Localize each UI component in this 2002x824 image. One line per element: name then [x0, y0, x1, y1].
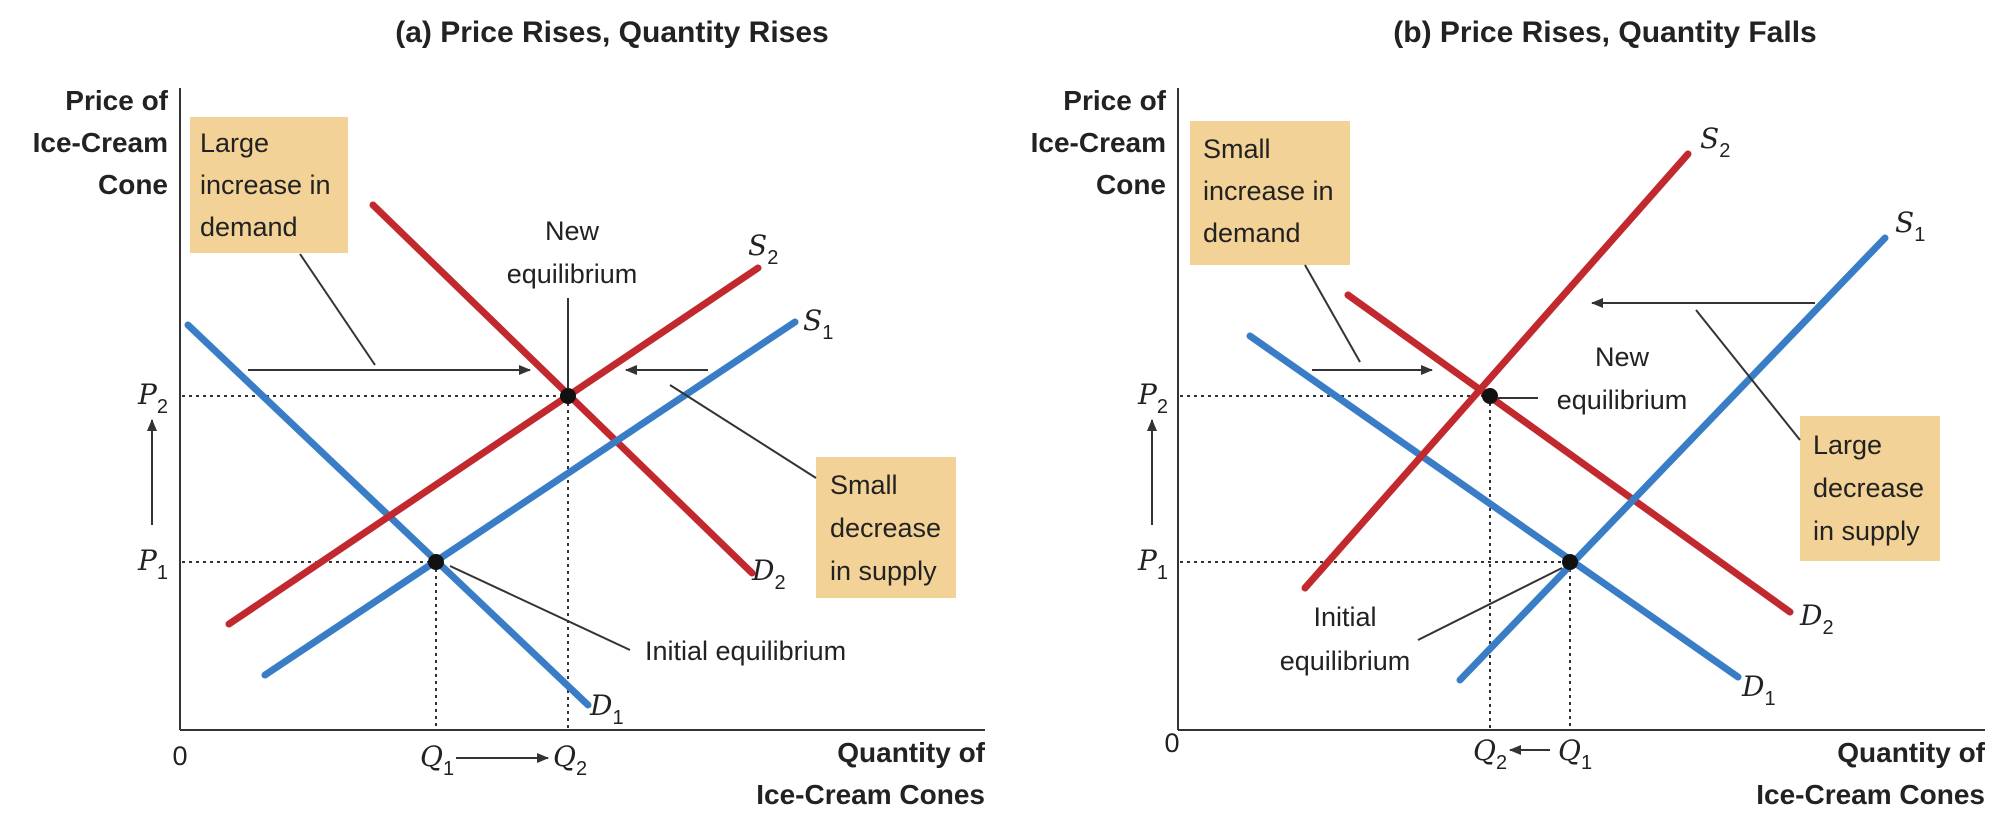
panel-b-supply-callout: Large decrease in supply — [1800, 416, 1940, 561]
panel-b-supply-callout-line2: decrease — [1813, 473, 1924, 503]
panel-b-q2-label: Q2 — [1473, 734, 1507, 774]
panel-b-demand-callout-leader — [1304, 264, 1361, 363]
panel-b-new-equilibrium-line1: New — [1595, 342, 1650, 372]
panel-b-supply-callout-line3: in supply — [1813, 516, 1920, 546]
panel-a-q1-label: Q1 — [420, 740, 454, 780]
panel-a-d2-label: D2 — [751, 554, 786, 594]
panel-b-initial-equilibrium-line2: equilibrium — [1280, 646, 1411, 676]
panel-b-y-axis-title-line1: Price of — [1063, 85, 1166, 116]
panel-b-p2-label: P2 — [1137, 378, 1168, 418]
panel-a-initial-equilibrium-label: Initial equilibrium — [645, 636, 846, 666]
panel-a-initial-equilibrium-point — [428, 554, 444, 570]
panel-b-initial-equilibrium-point — [1562, 554, 1578, 570]
panel-b-new-equilibrium-point — [1482, 388, 1498, 404]
panel-b-d2-label: D2 — [1799, 599, 1834, 639]
panel-b-new-equilibrium-line2: equilibrium — [1557, 385, 1688, 415]
panel-a-supply-callout-leader — [669, 384, 817, 479]
panel-b-demand-callout-line1: Small — [1203, 134, 1271, 164]
panel-b-q1-label: Q1 — [1558, 734, 1592, 774]
panel-a-supply-callout: Small decrease in supply — [816, 457, 956, 598]
panel-a: (a) Price Rises, Quantity Rises Price of… — [33, 16, 986, 810]
panel-b-p1-label: P1 — [1137, 544, 1168, 584]
panel-a-x-axis-title-line2: Ice-Cream Cones — [756, 779, 985, 810]
panel-a-y-axis-title-line2: Ice-Cream — [33, 127, 168, 158]
panel-b-y-axis-title-line3: Cone — [1096, 169, 1166, 200]
panel-a-s2-curve — [225, 264, 762, 628]
panel-a-initial-equilibrium-leader — [449, 565, 631, 651]
panel-b-d1-label: D1 — [1741, 670, 1776, 710]
panel-b-d2-curve — [1344, 291, 1794, 616]
panel-a-demand-callout-line1: Large — [200, 128, 269, 158]
panel-b-supply-callout-line1: Large — [1813, 430, 1882, 460]
panel-a-supply-callout-box — [816, 457, 956, 598]
panel-a-new-equilibrium-line2: equilibrium — [507, 259, 638, 289]
panel-b-supply-callout-leader — [1695, 309, 1801, 441]
panel-b-demand-callout-line3: demand — [1203, 218, 1301, 248]
panel-b-s2-curve — [1301, 150, 1692, 592]
panel-b-d1-curve — [1246, 332, 1742, 681]
panel-a-x-axis-title-line1: Quantity of — [837, 737, 985, 768]
panel-a-s1-label: S1 — [803, 304, 833, 344]
panel-a-demand-callout: Large increase in demand — [190, 117, 348, 253]
panel-a-new-equilibrium-point — [560, 388, 576, 404]
panel-b-origin-label: 0 — [1164, 728, 1179, 758]
panel-b-initial-equilibrium-line1: Initial — [1313, 602, 1376, 632]
panel-a-demand-callout-line3: demand — [200, 212, 298, 242]
panel-b-demand-callout-box — [1190, 121, 1350, 265]
panel-a-p1-label: P1 — [137, 544, 168, 584]
panel-b-x-axis-title-line2: Ice-Cream Cones — [1756, 779, 1985, 810]
panel-a-s2-label: S2 — [748, 229, 778, 269]
panel-b-initial-equilibrium-leader — [1417, 567, 1563, 641]
panel-a-d1-label: D1 — [589, 689, 624, 729]
panel-a-y-axis-title-line1: Price of — [65, 85, 168, 116]
panel-a-supply-callout-line1: Small — [830, 470, 898, 500]
panel-a-demand-callout-leader — [299, 253, 376, 366]
panel-a-supply-callout-line2: decrease — [830, 513, 941, 543]
panel-b-s1-label: S1 — [1895, 206, 1925, 246]
panel-a-origin-label: 0 — [172, 741, 187, 771]
panel-a-demand-callout-box — [190, 117, 348, 253]
panel-b-y-axis-title-line2: Ice-Cream — [1031, 127, 1166, 158]
panel-a-title: (a) Price Rises, Quantity Rises — [395, 16, 829, 49]
panel-b-s2-label: S2 — [1700, 122, 1730, 162]
panel-a-supply-callout-line3: in supply — [830, 556, 937, 586]
panel-a-y-axis-title-line3: Cone — [98, 169, 168, 200]
panel-b-x-axis-title-line1: Quantity of — [1837, 737, 1985, 768]
panel-b-supply-callout-box — [1800, 416, 1940, 561]
panel-a-s1-curve — [261, 318, 799, 679]
panel-a-d2-curve — [369, 201, 756, 577]
panel-b-title: (b) Price Rises, Quantity Falls — [1393, 16, 1816, 49]
panel-a-new-equilibrium-line1: New — [545, 216, 600, 246]
panel-b-s1-curve — [1456, 234, 1889, 684]
panel-a-q2-label: Q2 — [553, 740, 587, 780]
panel-b: (b) Price Rises, Quantity Falls Price of… — [1031, 16, 1986, 810]
panel-a-p2-label: P2 — [137, 378, 168, 418]
panel-b-demand-callout: Small increase in demand — [1190, 121, 1350, 265]
panel-b-demand-callout-line2: increase in — [1203, 176, 1334, 206]
panel-a-demand-callout-line2: increase in — [200, 170, 331, 200]
